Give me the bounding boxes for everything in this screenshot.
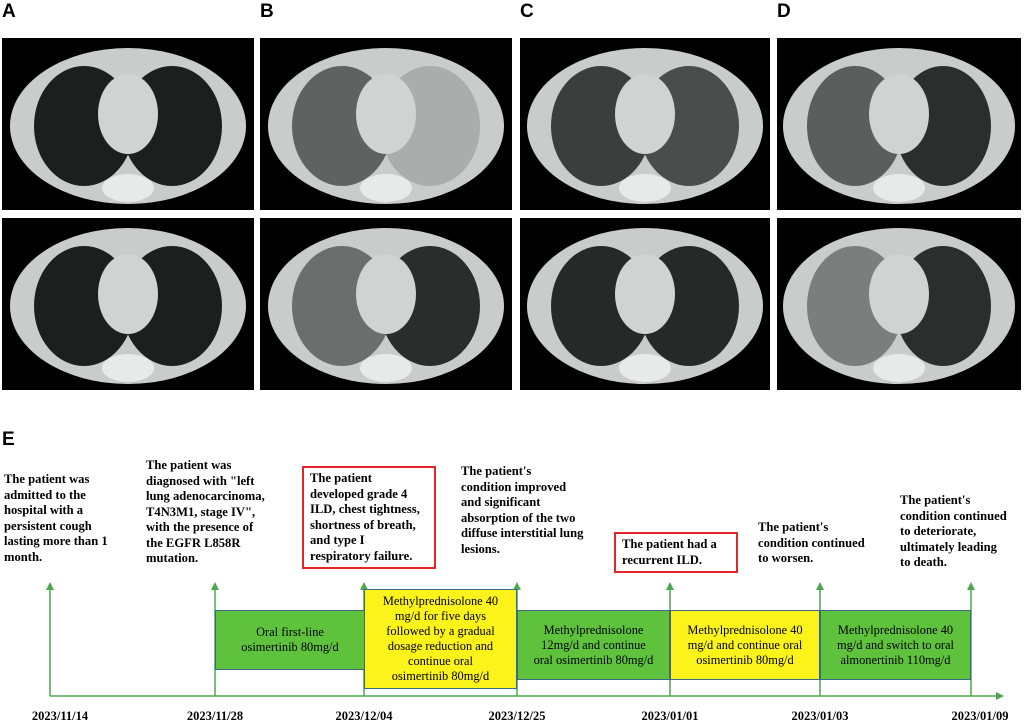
ct-scan-d-lower bbox=[777, 218, 1021, 390]
panel-label-d: D bbox=[777, 1, 791, 22]
panel-label-b: B bbox=[260, 1, 274, 22]
date-label: 2023/12/25 bbox=[488, 709, 546, 723]
ct-scan-b-lower bbox=[260, 218, 512, 390]
panel-label-c: C bbox=[520, 1, 534, 22]
ct-scan-b-upper bbox=[260, 38, 512, 210]
ct-image-d-lower bbox=[783, 228, 1015, 384]
date-label: 2023/01/09 bbox=[951, 709, 1009, 723]
date-label: 2023/12/04 bbox=[335, 709, 393, 723]
ct-scan-a-upper bbox=[2, 38, 254, 210]
ct-scan-c-upper bbox=[520, 38, 770, 210]
date-label: 2023/01/01 bbox=[641, 709, 699, 723]
event-improvement: The patient's condition improved and sig… bbox=[461, 464, 584, 556]
date-label: 2023/01/03 bbox=[791, 709, 849, 723]
panel-label-e: E bbox=[2, 429, 15, 450]
ct-image-c-upper bbox=[527, 48, 763, 204]
event-grade4-ild: The patient developed grade 4 ILD, chest… bbox=[302, 466, 436, 569]
ct-scan-a-lower bbox=[2, 218, 254, 390]
ct-scan-d-upper bbox=[777, 38, 1021, 210]
date-label: 2023/11/28 bbox=[186, 709, 244, 723]
event-diagnosis: The patient was diagnosed with "left lun… bbox=[146, 458, 265, 565]
panel-label-a: A bbox=[2, 1, 16, 22]
event-admission: The patient was admitted to the hospital… bbox=[4, 472, 108, 564]
treatment-box-methylprednisolone-40mg: Methylprednisolone 40 mg/d and continue … bbox=[670, 610, 820, 680]
ct-image-a-lower bbox=[10, 228, 246, 384]
ct-image-a-upper bbox=[10, 48, 246, 204]
event-worsening: The patient's condition continued to wor… bbox=[758, 520, 865, 565]
ct-scan-c-lower bbox=[520, 218, 770, 390]
treatment-box-almonertinib: Methylprednisolone 40 mg/d and switch to… bbox=[820, 610, 971, 680]
event-death: The patient's condition continued to det… bbox=[900, 493, 1007, 569]
ct-image-c-lower bbox=[527, 228, 763, 384]
date-label: 2023/11/14 bbox=[31, 709, 89, 723]
treatment-box-osimertinib: Oral first-line osimertinib 80mg/d bbox=[215, 610, 365, 670]
ct-image-b-upper bbox=[268, 48, 504, 204]
treatment-box-methylprednisolone-12mg: Methylprednisolone 12mg/d and continue o… bbox=[517, 610, 670, 680]
treatment-box-methylprednisolone-taper: Methylprednisolone 40 mg/d for five days… bbox=[364, 589, 517, 689]
ct-image-d-upper bbox=[783, 48, 1015, 204]
ct-image-b-lower bbox=[268, 228, 504, 384]
event-recurrent-ild: The patient had a recurrent ILD. bbox=[614, 532, 738, 573]
